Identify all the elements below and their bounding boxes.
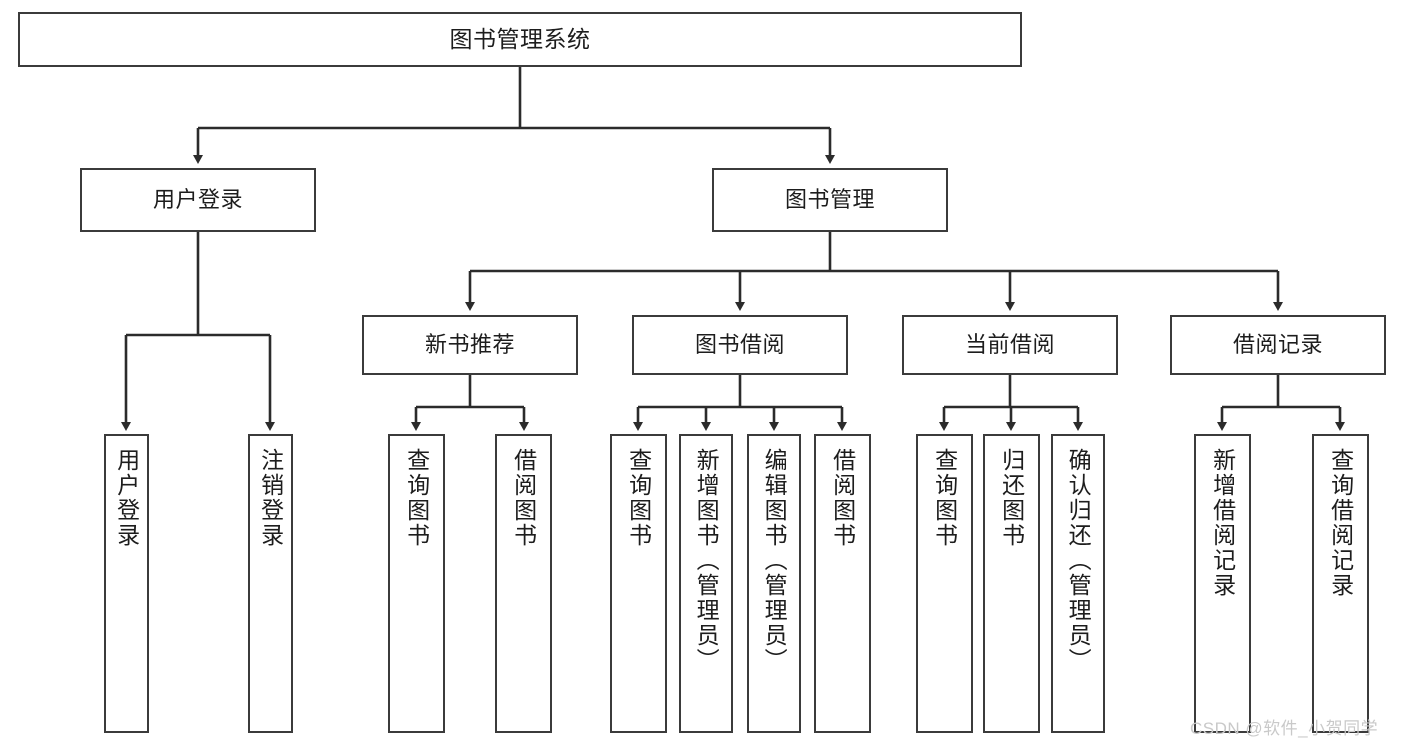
node-label: 借阅记录 bbox=[1232, 332, 1323, 358]
node-label: 确认归还（管理员） bbox=[1065, 448, 1092, 673]
leaf-query-book-current[interactable]: 查询图书 bbox=[916, 434, 973, 733]
node-label: 新增图书（管理员） bbox=[693, 448, 720, 673]
leaf-add-book[interactable]: 新增图书（管理员） bbox=[679, 434, 733, 733]
node-new-book-recommend[interactable]: 新书推荐 bbox=[362, 315, 578, 375]
leaf-logout-login[interactable]: 注销登录 bbox=[248, 434, 293, 733]
leaf-confirm-return[interactable]: 确认归还（管理员） bbox=[1051, 434, 1105, 733]
node-book-manage[interactable]: 图书管理 bbox=[712, 168, 948, 232]
leaf-borrow-book-recommend[interactable]: 借阅图书 bbox=[495, 434, 552, 733]
node-label: 查询图书 bbox=[931, 448, 958, 548]
node-label: 图书管理 bbox=[784, 187, 875, 213]
node-label: 编辑图书（管理员） bbox=[761, 448, 788, 673]
node-label: 查询图书 bbox=[625, 448, 652, 548]
node-label: 图书借阅 bbox=[694, 332, 785, 358]
node-label: 新书推荐 bbox=[424, 332, 515, 358]
node-label: 新增借阅记录 bbox=[1209, 448, 1236, 598]
node-label: 当前借阅 bbox=[964, 332, 1055, 358]
node-label: 注销登录 bbox=[257, 448, 284, 548]
leaf-query-book-recommend[interactable]: 查询图书 bbox=[388, 434, 445, 733]
node-label: 用户登录 bbox=[113, 448, 140, 548]
node-label: 用户登录 bbox=[152, 187, 243, 213]
csdn-watermark: CSDN @软件_小贺同学 bbox=[1190, 719, 1379, 738]
node-label: 借阅图书 bbox=[510, 448, 537, 548]
node-current-borrow[interactable]: 当前借阅 bbox=[902, 315, 1118, 375]
node-label: 借阅图书 bbox=[829, 448, 856, 548]
leaf-query-borrow-record[interactable]: 查询借阅记录 bbox=[1312, 434, 1369, 733]
node-borrow-record[interactable]: 借阅记录 bbox=[1170, 315, 1386, 375]
node-label: 归还图书 bbox=[998, 448, 1025, 548]
node-book-borrow[interactable]: 图书借阅 bbox=[632, 315, 848, 375]
node-label: 查询图书 bbox=[403, 448, 430, 548]
leaf-user-login[interactable]: 用户登录 bbox=[104, 434, 149, 733]
node-user-login[interactable]: 用户登录 bbox=[80, 168, 316, 232]
leaf-add-borrow-record[interactable]: 新增借阅记录 bbox=[1194, 434, 1251, 733]
node-root-system[interactable]: 图书管理系统 bbox=[18, 12, 1022, 67]
leaf-edit-book[interactable]: 编辑图书（管理员） bbox=[747, 434, 801, 733]
leaf-query-book-borrow[interactable]: 查询图书 bbox=[610, 434, 667, 733]
node-label: 图书管理系统 bbox=[449, 25, 591, 52]
node-label: 查询借阅记录 bbox=[1327, 448, 1354, 598]
leaf-borrow-book[interactable]: 借阅图书 bbox=[814, 434, 871, 733]
leaf-return-book[interactable]: 归还图书 bbox=[983, 434, 1040, 733]
